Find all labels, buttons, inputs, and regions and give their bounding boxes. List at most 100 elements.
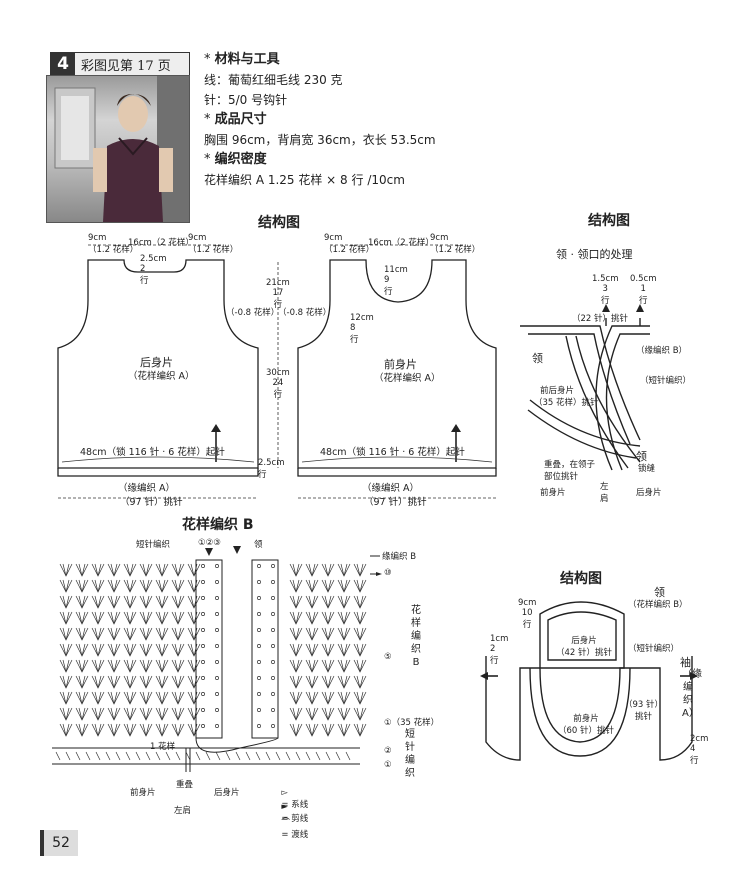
edge-stitch [215,751,221,761]
fan-stitch [289,563,303,577]
collar-label: 领 [532,352,543,365]
pattern-b-edge-b: 缘编织 B [382,552,417,562]
chain-stitch [257,724,261,728]
slip-icon: ▻ [281,788,288,798]
fan-stitch [75,723,89,737]
pattern-b-rows: ①②③ [198,538,221,548]
edge-stitch [195,751,201,761]
edge-stitch [115,751,121,761]
edge-stitch [285,751,291,761]
fan-stitch [155,675,169,689]
edge-stitch [225,751,231,761]
fan-stitch [155,691,169,705]
edge-stitch [235,751,241,761]
collar-left-shoulder: 左 肩 [600,482,609,504]
edge-stitch [135,751,141,761]
edge-stitch [175,751,181,761]
fan-stitch [75,707,89,721]
edge-stitch [85,751,91,761]
front-pickup: （97 针）挑针 [364,497,427,508]
fan-stitch [337,691,351,705]
fan-stitch [107,611,121,625]
struct2-subtitle: 领 · 领口的处理 [556,248,633,261]
struct2-title: 结构图 [588,213,630,229]
fan-stitch [91,579,105,593]
fan-stitch [289,723,303,737]
fan-stitch [321,643,335,657]
fan-stitch [75,659,89,673]
yarn-text: 线：葡萄红细毛线 230 克 [204,73,343,87]
carry-icon: ⌒ [281,818,290,828]
fan-stitch [337,707,351,721]
fan-stitch [91,643,105,657]
assembly-collar: 领 [654,586,665,599]
legend-slip: ▻ = 系线 [276,778,308,810]
back-piece-name: 后身片 [140,356,173,369]
fan-stitch [321,691,335,705]
pattern-b-row-5: ⑤ [384,652,392,662]
fan-stitch [91,659,105,673]
chain-stitch [215,580,219,584]
fan-stitch [353,643,367,657]
back-shoulder-right: 9cm （1.2 花样） [188,233,239,255]
chain-stitch [215,596,219,600]
assembly-arm-height: 2cm 4 行 [690,734,709,766]
chain-stitch [215,708,219,712]
fan-stitch [59,707,73,721]
edge-stitch [345,751,351,761]
front-piece-pattern: （花样编织 A） [374,373,441,384]
collar-overlap: 重叠，在领子 部位挑针 [544,460,596,482]
gauge-text: 花样编织 A 1.25 花样 × 8 行 /10cm [204,173,405,187]
edge-stitch [155,751,161,761]
edge-stitch [145,751,151,761]
fan-stitch [91,563,105,577]
fan-stitch [353,595,367,609]
pattern-badge: 4 彩图见第 17 页 [50,52,190,76]
fan-stitch [171,595,185,609]
fan-stitch [155,723,169,737]
fan-stitch [289,627,303,641]
fan-stitch [107,691,121,705]
front-piece-name: 前身片 [384,358,417,371]
fan-stitch [321,675,335,689]
fan-stitch [123,643,137,657]
chain-stitch [201,644,205,648]
chain-stitch [257,644,261,648]
fan-stitch [107,627,121,641]
pattern-number: 4 [51,53,75,75]
fan-stitch [171,675,185,689]
assembly-neck-height: 1cm 2 行 [490,634,509,666]
fan-stitch [353,691,367,705]
fan-stitch [171,723,185,737]
chain-stitch [201,660,205,664]
fan-stitch [91,707,105,721]
edge-stitch [245,751,251,761]
fan-stitch [171,627,185,641]
fan-stitch [353,675,367,689]
fan-stitch [305,675,319,689]
fan-stitch [75,643,89,657]
chain-stitch [271,676,275,680]
pattern-b-left-shoulder: 左肩 [174,806,192,816]
fan-stitch [155,659,169,673]
chain-stitch [271,564,275,568]
fan-stitch [321,595,335,609]
fan-stitch [337,595,351,609]
chain-stitch [215,724,219,728]
model-photo-illustration [54,76,189,222]
fan-stitch [139,643,153,657]
legend-cut: ► = 剪线 [276,792,308,824]
fan-stitch [155,595,169,609]
chain-stitch [201,676,205,680]
back-piece-pattern: （花样编织 A） [128,371,195,382]
front-cast-on: 48cm（锁 116 针 · 6 花样）起针 [320,447,465,458]
chain-stitch [271,596,275,600]
fan-stitch [107,707,121,721]
front-neck-width: 16cm（2 花样） [368,238,434,248]
front-shoulder-right: 9cm （1.2 花样） [430,233,481,255]
chain-stitch [215,628,219,632]
back-pickup: （97 针）挑针 [120,497,183,508]
fan-stitch [305,723,319,737]
legend-carry: ⌒ = 渡线 [276,806,308,840]
